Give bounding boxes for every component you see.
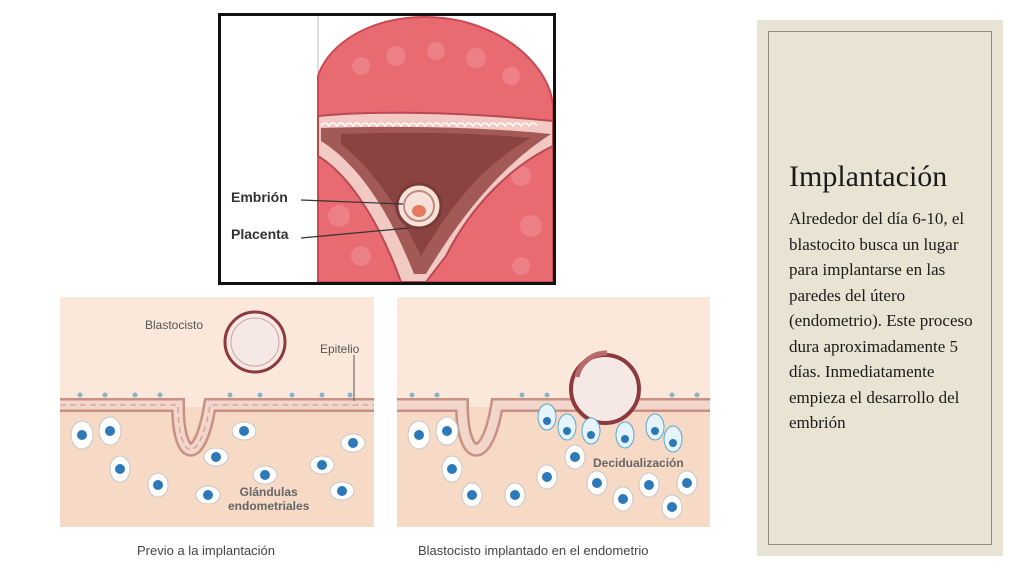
blastocyst-label: Blastocisto (145, 318, 204, 332)
text-panel-border: Implantación Alrededor del día 6-10, el … (768, 31, 992, 545)
uterus-diagram: Embrión Placenta (218, 13, 556, 285)
text-panel: Implantación Alrededor del día 6-10, el … (757, 20, 1003, 556)
left-caption: Previo a la implantación (137, 543, 276, 558)
embryo-label: Embrión (231, 189, 288, 205)
glands-label: Glándulas endometriales (228, 485, 310, 513)
epithelium-label: Epitelio (320, 342, 360, 356)
right-caption: Blastocisto implantado en el endometrio (418, 543, 649, 558)
placenta-label: Placenta (231, 226, 289, 242)
pre-implantation-diagram: Blastocisto Epitelio Glándulas endometri… (60, 297, 374, 527)
decidualization-label: Decidualización (593, 456, 684, 470)
implanted-blastocyst-diagram: Decidualización (397, 297, 710, 527)
slide-body: Alrededor del día 6-10, el blastocito bu… (789, 209, 973, 432)
uterus-illustration (300, 16, 553, 282)
slide-title: Implantación (789, 160, 948, 193)
